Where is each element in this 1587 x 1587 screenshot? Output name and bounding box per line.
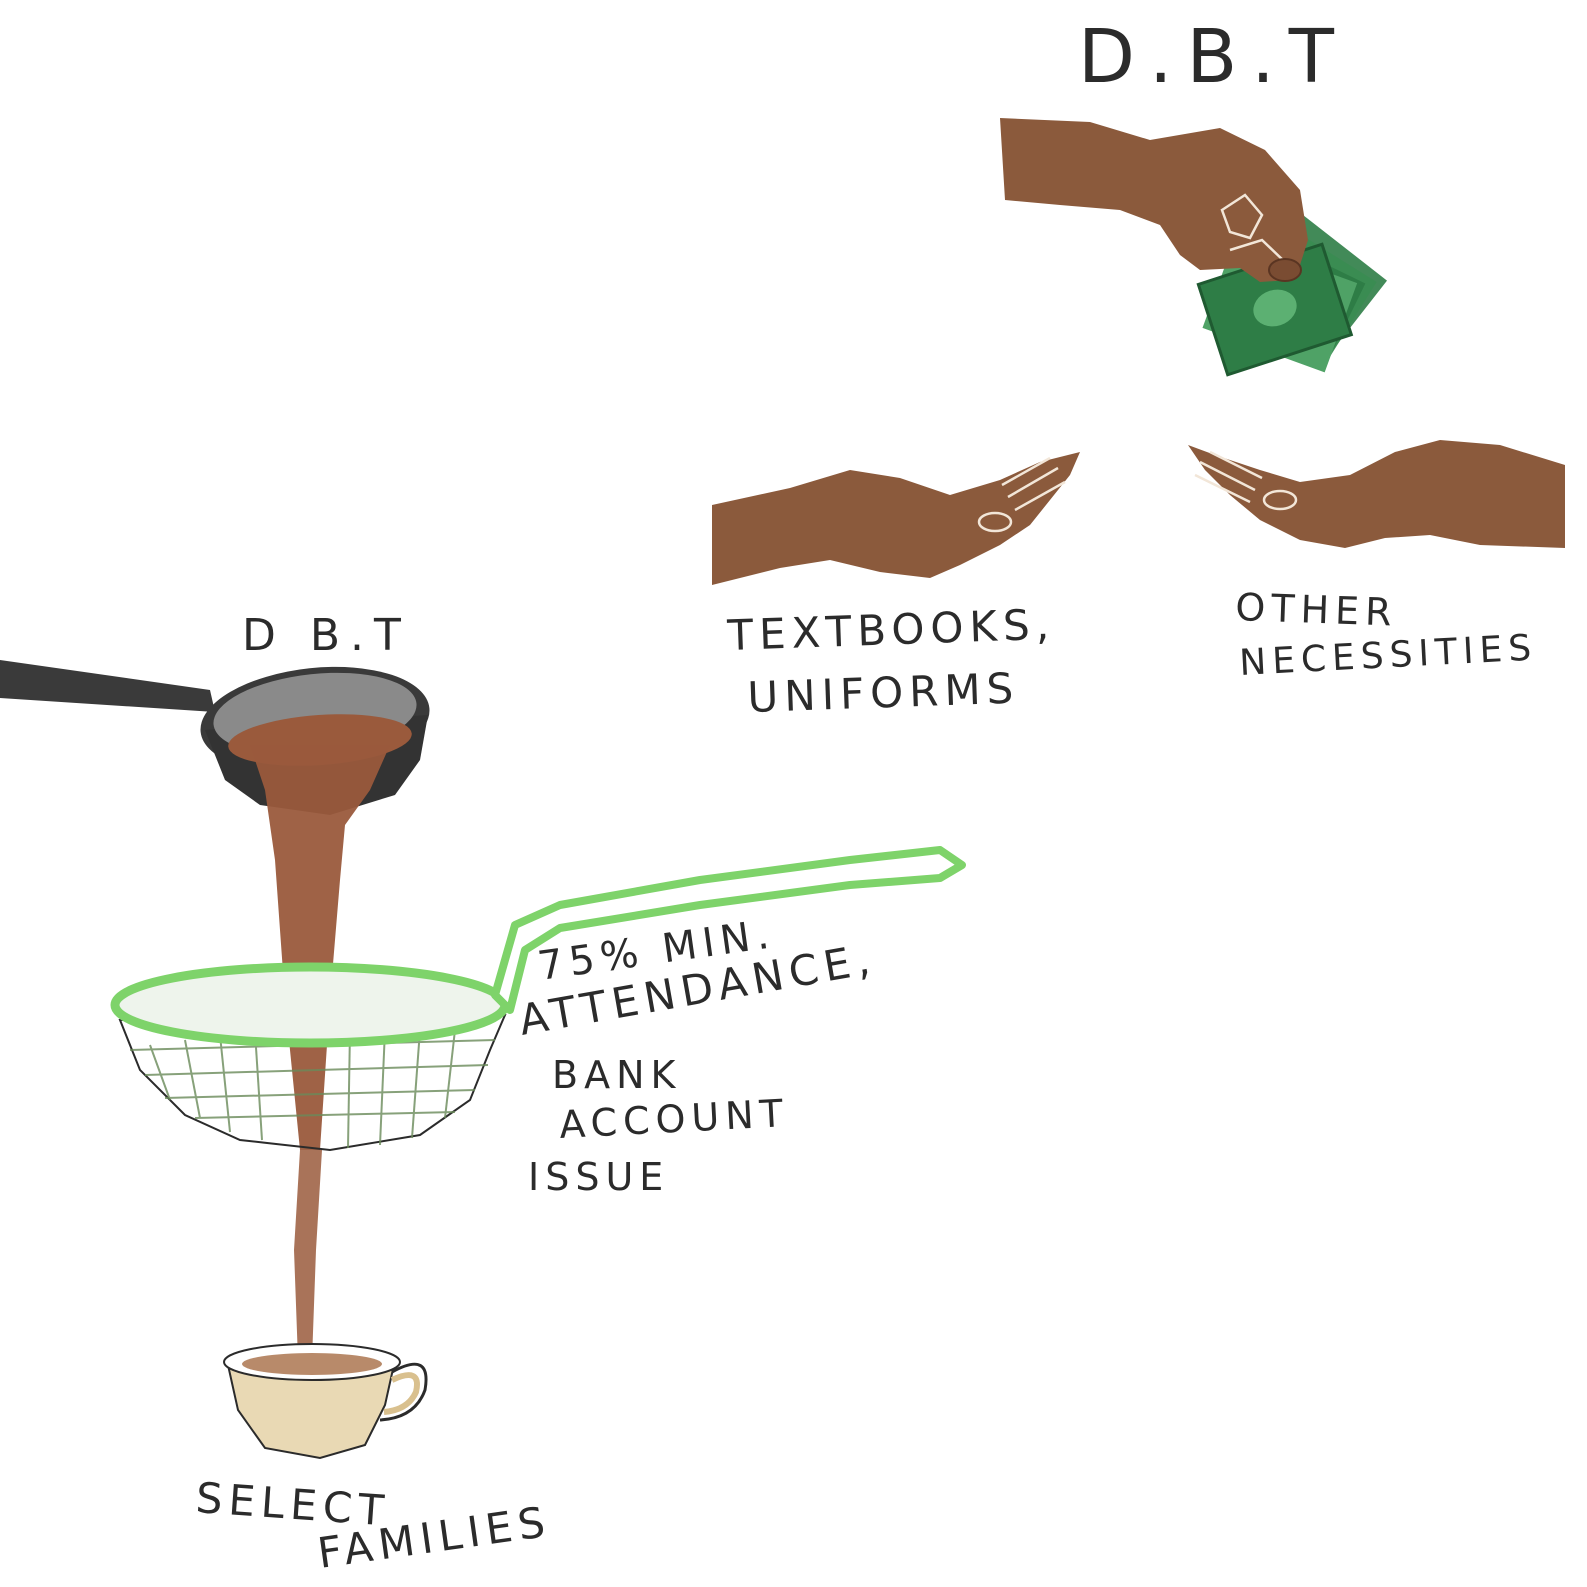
- filter-label-line4: ACCOUNT: [558, 1091, 790, 1147]
- open-hand-icon: [1188, 440, 1565, 548]
- textbooks-label-line2: UNIFORMS: [747, 664, 1020, 722]
- other-label-line1: OTHER: [1235, 585, 1399, 635]
- receiving-hand-right: [1188, 440, 1565, 548]
- filter-label-line5: ISSUE: [528, 1155, 669, 1199]
- hand-with-money-icon: [1000, 118, 1308, 282]
- filter-label-line3: BANK: [552, 1053, 681, 1097]
- liquid-stream: [250, 745, 390, 1150]
- giving-hand-group: [1000, 118, 1387, 375]
- receiving-hand-left: [712, 452, 1080, 585]
- teacup-icon: [224, 1344, 426, 1458]
- other-label-line2: NECESSITIES: [1238, 627, 1538, 684]
- textbooks-label-line1: TEXTBOOKS,: [726, 600, 1056, 660]
- saucepan-icon: [0, 660, 215, 712]
- dbt-top-label: D.B.T: [1078, 14, 1348, 100]
- dbt-pan-label: D B.T: [242, 610, 411, 661]
